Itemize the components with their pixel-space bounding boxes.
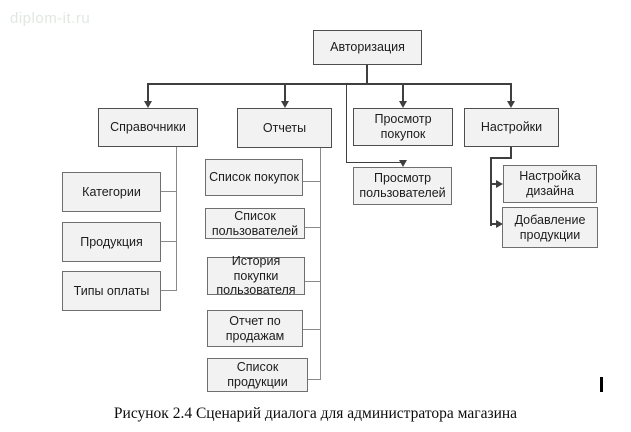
connector-line xyxy=(303,181,321,182)
node-directories: Справочники xyxy=(98,108,198,147)
figure-caption: Рисунок 2.4 Сценарий диалога для админис… xyxy=(113,405,518,422)
connector-line xyxy=(510,84,512,101)
node-purchases-list: Список покупок xyxy=(205,159,303,196)
connector-line xyxy=(161,241,177,242)
node-user-purchase-history: История покупки пользователя xyxy=(207,254,305,297)
connector-line xyxy=(490,157,512,159)
arrow-down-icon xyxy=(144,101,152,108)
node-payment-types: Типы оплаты xyxy=(62,271,161,311)
connector-line xyxy=(490,157,492,226)
node-products: Продукция xyxy=(62,222,161,262)
node-categories: Категории xyxy=(62,172,161,212)
arrow-down-icon xyxy=(399,160,407,167)
node-reports: Отчеты xyxy=(237,108,332,148)
connector-line xyxy=(320,148,321,380)
node-products-list: Список продукции xyxy=(207,358,308,392)
connector-line xyxy=(491,223,497,225)
text-cursor xyxy=(600,377,603,392)
arrow-right-icon xyxy=(496,220,503,228)
connector-line xyxy=(346,85,347,163)
connector-line xyxy=(305,227,321,228)
arrow-down-icon xyxy=(507,101,515,108)
connector-line xyxy=(303,329,321,330)
node-add-products: Добавление продукции xyxy=(502,207,598,248)
watermark-text: diplom-it.ru xyxy=(10,10,91,27)
node-view-users: Просмотр пользователей xyxy=(353,167,452,205)
node-users-list: Список пользователей xyxy=(205,208,305,239)
connector-line xyxy=(147,83,512,85)
arrow-right-icon xyxy=(496,180,503,188)
arrow-down-icon xyxy=(281,101,289,108)
connector-line xyxy=(308,379,321,380)
connector-line xyxy=(176,147,177,291)
connector-line xyxy=(402,84,404,101)
connector-line xyxy=(161,191,177,192)
connector-line xyxy=(346,162,403,163)
node-authorization: Авторизация xyxy=(313,30,422,65)
connector-line xyxy=(510,147,512,158)
connector-line xyxy=(284,84,286,101)
connector-line xyxy=(366,65,368,84)
connector-line xyxy=(161,290,177,291)
node-settings: Настройки xyxy=(464,108,559,147)
node-design-settings: Настройка дизайна xyxy=(503,165,597,203)
arrow-down-icon xyxy=(399,101,407,108)
node-sales-report: Отчет по продажам xyxy=(207,310,303,347)
connector-line xyxy=(147,84,149,101)
connector-line xyxy=(491,183,497,185)
node-view-purchases: Просмотр покупок xyxy=(353,108,453,146)
connector-line xyxy=(305,281,321,282)
